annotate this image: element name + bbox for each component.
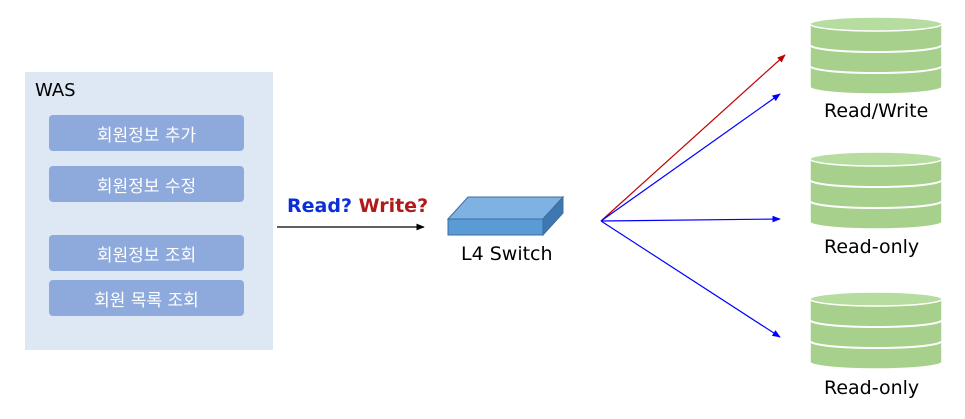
database-icon-ro-2 (809, 291, 943, 370)
was-container: WAS 회원정보 추가 회원정보 수정 회원정보 조회 회원 목록 조회 (25, 72, 273, 350)
op-list-members: 회원 목록 조회 (49, 280, 244, 316)
write-arrow-to-rw-db (600, 54, 786, 222)
database-icon-rw (809, 16, 943, 95)
write-question: Write? (358, 195, 429, 217)
db-label-ro-2: Read-only (824, 377, 920, 399)
l4-switch-icon (446, 195, 565, 237)
switch-label: L4 Switch (461, 243, 553, 265)
was-title: WAS (35, 80, 76, 101)
op-add-member: 회원정보 추가 (49, 115, 244, 151)
read-arrow-to-ro-db-2 (600, 220, 781, 338)
read-arrow-to-rw-db (600, 93, 781, 222)
op-update-member: 회원정보 수정 (49, 166, 244, 202)
op-get-member: 회원정보 조회 (49, 235, 244, 271)
database-icon-ro-1 (809, 151, 943, 230)
db-label-ro-1: Read-only (824, 236, 920, 258)
request-label: Read? Write? (287, 195, 428, 217)
read-question: Read? (287, 195, 352, 217)
db-label-rw: Read/Write (824, 100, 929, 122)
read-arrow-to-ro-db-1 (600, 215, 781, 223)
